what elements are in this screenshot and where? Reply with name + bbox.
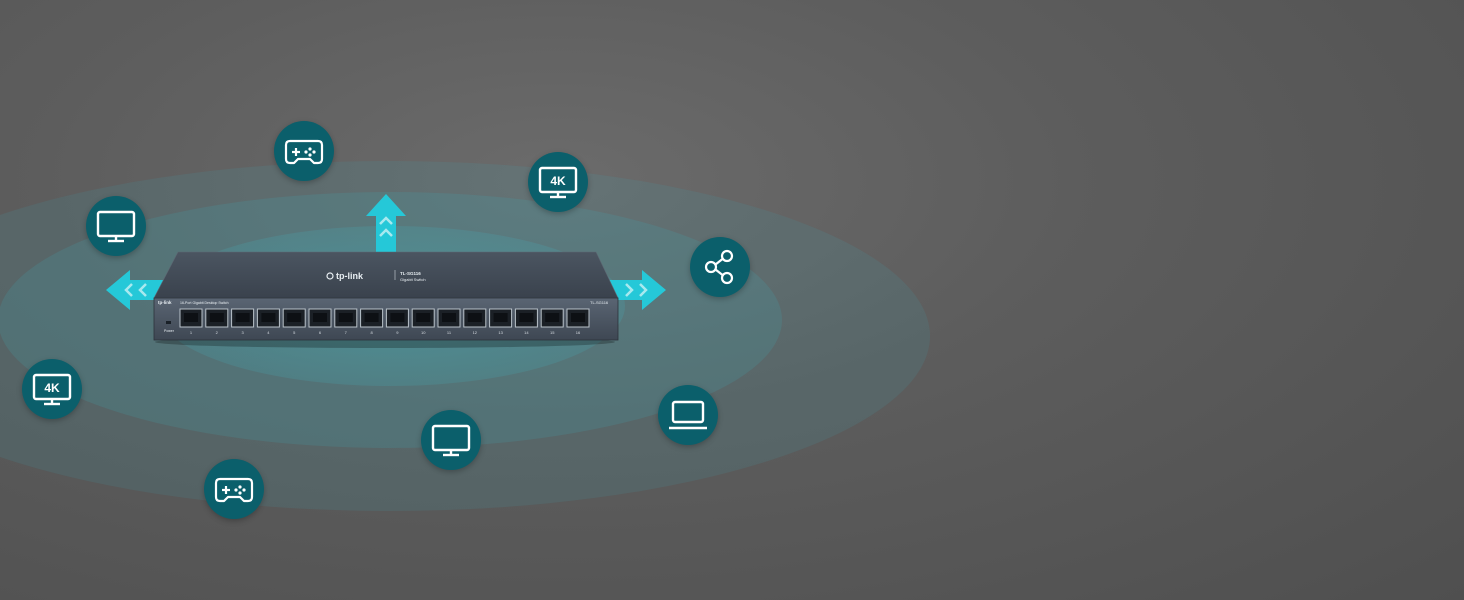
ethernet-port-socket	[519, 313, 534, 322]
share-device	[690, 237, 750, 297]
port-number: 14	[524, 330, 529, 335]
4k-label: 4K	[550, 174, 566, 188]
gamepad-icon	[214, 477, 254, 503]
ethernet-port-socket	[364, 313, 379, 322]
front-brand: tp-link	[158, 300, 172, 305]
4k-monitor-icon: 4K	[32, 373, 72, 406]
ethernet-port-socket	[390, 313, 405, 322]
gamepad-device	[204, 459, 264, 519]
gamepad-icon	[284, 139, 324, 165]
4k-label: 4K	[44, 381, 60, 395]
front-model: TL-SG116	[590, 300, 609, 305]
switch-top-logo: tp-link TL-SG116 Gigabit Switch	[326, 270, 426, 282]
monitor-device	[421, 410, 481, 470]
ethernet-port-socket	[184, 313, 198, 322]
switch-illustration: tp-link TL-SG116 Gigabit Switch tp-link …	[153, 251, 619, 348]
port-number: 3	[241, 330, 244, 335]
ethernet-port-socket	[416, 313, 431, 322]
top-model: TL-SG116	[400, 271, 421, 276]
network-switch: tp-link TL-SG116 Gigabit Switch tp-link …	[150, 246, 620, 348]
ethernet-port-socket	[442, 313, 456, 322]
ethernet-port-socket	[287, 313, 302, 322]
ethernet-port-socket	[261, 313, 276, 322]
port-number: 4	[267, 330, 270, 335]
monitor-device	[86, 196, 146, 256]
port-number: 11	[447, 330, 452, 335]
ethernet-port-socket	[313, 313, 327, 322]
ethernet-port-socket	[338, 313, 353, 322]
port-number: 2	[216, 330, 219, 335]
port-number: 9	[396, 330, 399, 335]
ethernet-port-socket	[545, 313, 560, 322]
laptop-device	[658, 385, 718, 445]
ethernet-port-socket	[571, 313, 585, 322]
monitor-icon	[96, 210, 136, 243]
top-model-subtitle: Gigabit Switch	[400, 277, 426, 282]
share-icon	[704, 249, 734, 285]
4k-monitor-device: 4K	[528, 152, 588, 212]
ethernet-port-socket	[209, 313, 224, 322]
port-number: 7	[345, 330, 348, 335]
port-number: 10	[421, 330, 426, 335]
front-caption: 16-Port Gigabit Desktop Switch	[180, 301, 229, 305]
monitor-icon	[431, 424, 471, 457]
arrow-up-icon	[366, 194, 406, 252]
port-number: 1	[190, 330, 193, 335]
power-label: Power	[164, 329, 175, 333]
port-number: 5	[293, 330, 296, 335]
port-number: 6	[319, 330, 322, 335]
gamepad-device	[274, 121, 334, 181]
port-number: 12	[473, 330, 478, 335]
power-led	[166, 321, 171, 324]
port-number: 15	[550, 330, 555, 335]
top-brand: tp-link	[336, 271, 364, 281]
port-number: 13	[498, 330, 503, 335]
4k-monitor-icon: 4K	[538, 166, 578, 199]
4k-monitor-device: 4K	[22, 359, 82, 419]
laptop-icon	[669, 400, 707, 430]
ethernet-port-socket	[493, 313, 508, 322]
ethernet-port-socket	[467, 313, 482, 322]
port-number: 8	[370, 330, 373, 335]
port-number: 16	[576, 330, 581, 335]
ethernet-port-socket	[235, 313, 250, 322]
